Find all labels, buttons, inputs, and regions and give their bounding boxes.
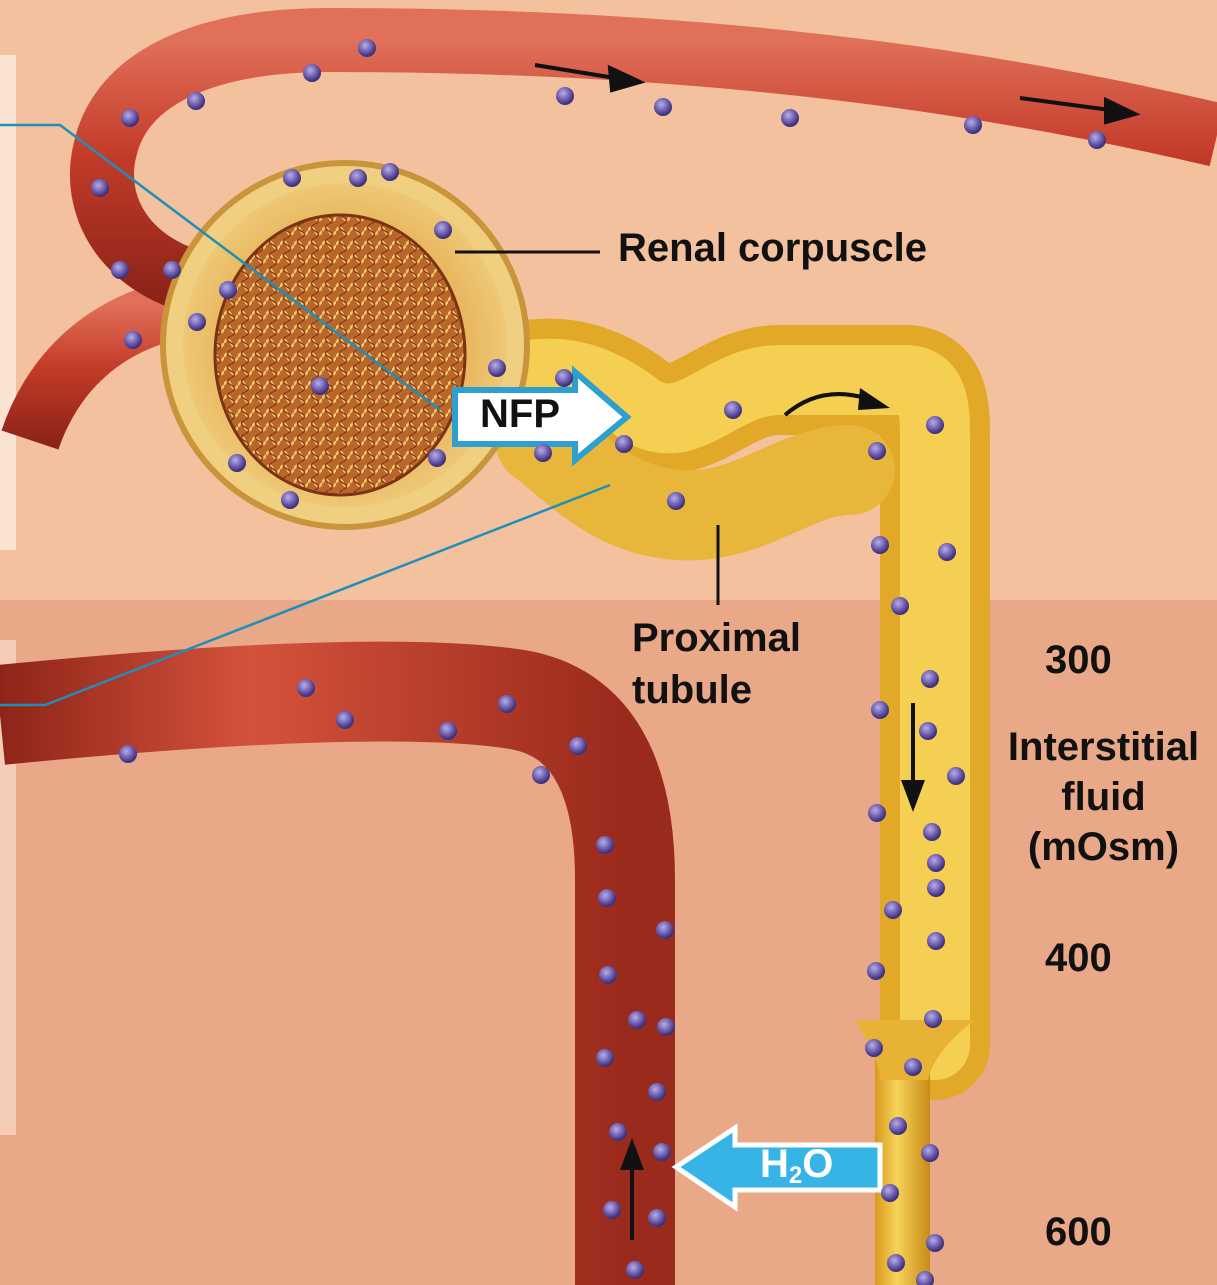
renal-corpuscle-label: Renal corpuscle	[618, 226, 927, 271]
solute-dot	[964, 116, 982, 134]
solute-dot	[927, 879, 945, 897]
solute-dot	[921, 670, 939, 688]
h2o-label-subscript: 2	[789, 1162, 802, 1189]
solute-dot	[121, 109, 139, 127]
solute-dot	[349, 169, 367, 187]
solute-dot	[657, 1018, 675, 1036]
solute-dot	[599, 966, 617, 984]
solute-dot	[868, 442, 886, 460]
solute-dot	[667, 492, 685, 510]
osmolarity-400-label: 400	[1045, 936, 1112, 981]
solute-dot	[439, 722, 457, 740]
solute-dot	[119, 745, 137, 763]
solute-dot	[923, 823, 941, 841]
solute-dot	[534, 444, 552, 462]
solute-dot	[91, 179, 109, 197]
solute-dot	[889, 1117, 907, 1135]
interstitial-fluid-label: Interstitial fluid (mOsm)	[990, 722, 1217, 872]
proximal-tubule-label-line1: Proximal	[632, 612, 801, 664]
nfp-label: NFP	[480, 392, 560, 437]
solute-dot	[904, 1058, 922, 1076]
solute-dot	[871, 536, 889, 554]
solute-dot	[609, 1123, 627, 1141]
solute-dot	[381, 163, 399, 181]
solute-dot	[884, 901, 902, 919]
solute-dot	[724, 401, 742, 419]
solute-dot	[868, 804, 886, 822]
solute-dot	[615, 435, 633, 453]
solute-dot	[653, 1143, 671, 1161]
solute-dot	[648, 1209, 666, 1227]
left-inset-panel-top	[0, 55, 16, 550]
h2o-label-o: O	[802, 1142, 833, 1186]
solute-dot	[628, 1011, 646, 1029]
solute-dot	[303, 64, 321, 82]
solute-dot	[921, 1144, 939, 1162]
solute-dot	[187, 92, 205, 110]
solute-dot	[428, 449, 446, 467]
solute-dot	[228, 454, 246, 472]
solute-dot	[124, 331, 142, 349]
solute-dot	[1088, 131, 1106, 149]
solute-dot	[603, 1201, 621, 1219]
solute-dot	[297, 679, 315, 697]
solute-dot	[887, 1254, 905, 1272]
solute-dot	[865, 1039, 883, 1057]
solute-dot	[927, 854, 945, 872]
solute-dot	[555, 369, 573, 387]
osmolarity-300-label: 300	[1045, 638, 1112, 683]
h2o-label: H2O	[760, 1142, 833, 1190]
solute-dot	[569, 737, 587, 755]
proximal-tubule-label: Proximal tubule	[632, 612, 801, 716]
solute-dot	[532, 766, 550, 784]
solute-dot	[648, 1083, 666, 1101]
solute-dot	[656, 921, 674, 939]
solute-dot	[891, 597, 909, 615]
solute-dot	[281, 491, 299, 509]
solute-dot	[781, 109, 799, 127]
solute-dot	[111, 261, 129, 279]
solute-dot	[926, 416, 944, 434]
interstitial-label-line3: (mOsm)	[990, 822, 1217, 872]
solute-dot	[881, 1184, 899, 1202]
solute-dot	[871, 701, 889, 719]
solute-dot	[336, 711, 354, 729]
solute-dot	[283, 169, 301, 187]
solute-dot	[654, 98, 672, 116]
solute-dot	[358, 39, 376, 57]
solute-dot	[596, 1049, 614, 1067]
interstitial-label-line1: Interstitial	[990, 722, 1217, 772]
solute-dot	[927, 932, 945, 950]
solute-dot	[919, 722, 937, 740]
solute-dot	[434, 221, 452, 239]
solute-dot	[867, 962, 885, 980]
solute-dot	[926, 1234, 944, 1252]
solute-dot	[556, 87, 574, 105]
solute-dot	[163, 261, 181, 279]
solute-dot	[188, 313, 206, 331]
solute-dot	[498, 695, 516, 713]
solute-dot	[626, 1261, 644, 1279]
interstitial-label-line2: fluid	[990, 772, 1217, 822]
solute-dot	[596, 836, 614, 854]
solute-dot	[938, 543, 956, 561]
solute-dot	[598, 889, 616, 907]
osmolarity-600-label: 600	[1045, 1210, 1112, 1255]
solute-dot	[219, 281, 237, 299]
proximal-tubule-label-line2: tubule	[632, 664, 801, 716]
solute-dot	[488, 359, 506, 377]
h2o-label-h: H	[760, 1142, 789, 1186]
solute-dot	[947, 767, 965, 785]
solute-dot	[311, 377, 329, 395]
solute-dot	[924, 1010, 942, 1028]
